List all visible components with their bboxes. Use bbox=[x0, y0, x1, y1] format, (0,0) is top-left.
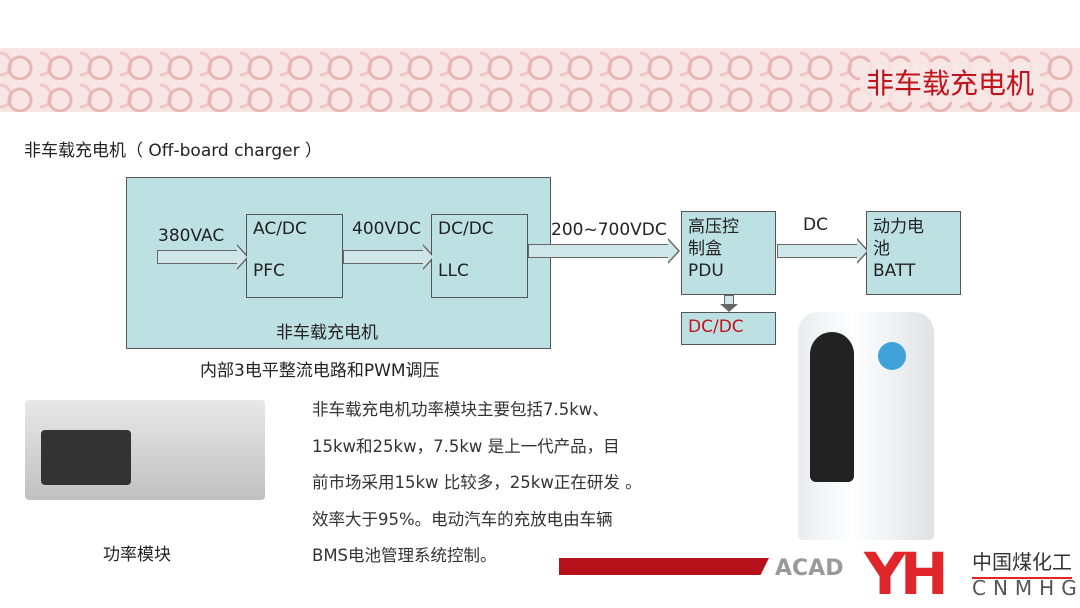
charger-block-label: 非车载充电机 bbox=[276, 323, 378, 343]
arrow-icon bbox=[777, 238, 869, 264]
description-paragraph: 非车载充电机功率模块主要包括7.5kw、 15kw和25kw，7.5kw 是上一… bbox=[312, 392, 712, 575]
input-label: 380VAC bbox=[158, 226, 225, 246]
arrow-icon bbox=[343, 244, 435, 270]
pfc-label: PFC bbox=[253, 261, 285, 281]
charger-image bbox=[798, 312, 934, 540]
acdc-box: AC/DC PFC bbox=[246, 214, 343, 298]
paragraph-line: 效率大于95%。电动汽车的充放电由车辆 bbox=[312, 509, 613, 529]
pdu-label: 高压控 bbox=[688, 217, 739, 237]
down-arrow-head-icon bbox=[720, 304, 738, 312]
mid-voltage-label: 400VDC bbox=[352, 219, 422, 239]
slide-title: 非车载充电机 bbox=[859, 62, 1040, 102]
paragraph-line: BMS电池管理系统控制。 bbox=[312, 546, 497, 565]
arrow-icon bbox=[528, 238, 680, 264]
paragraph-line: 前市场采用15kw 比较多，25kw正在研发 。 bbox=[312, 473, 642, 492]
dcdc-box: DC/DC LLC bbox=[431, 214, 528, 298]
charger-gun bbox=[810, 332, 854, 482]
dcdc-label: DC/DC bbox=[438, 219, 494, 239]
dcdc-converter-box: DC/DC bbox=[681, 312, 776, 345]
batt-label: 动力电 bbox=[873, 217, 924, 237]
down-arrow-icon bbox=[724, 295, 734, 304]
cnmhg-logo-mark: YH bbox=[864, 540, 949, 608]
logo-en-text: CNMHG bbox=[972, 576, 1080, 600]
diagram-caption: 内部3电平整流电路和PWM调压 bbox=[200, 361, 440, 381]
pdu-box: 高压控 制盒 PDU bbox=[681, 211, 776, 295]
pdu-label: 制盒 bbox=[688, 239, 722, 259]
battery-box: 动力电 池 BATT bbox=[866, 211, 961, 295]
subtitle: 非车载充电机（ Off-board charger ） bbox=[24, 141, 322, 161]
power-module-image bbox=[25, 400, 265, 500]
batt-label: 池 bbox=[873, 239, 890, 259]
output-voltage-label: 200~700VDC bbox=[551, 220, 667, 240]
acdc-label: AC/DC bbox=[253, 219, 307, 239]
module-caption: 功率模块 bbox=[103, 545, 171, 565]
batt-label: BATT bbox=[873, 261, 916, 281]
dc-label: DC bbox=[803, 215, 828, 235]
footer-bar bbox=[559, 558, 769, 575]
fan-panel bbox=[41, 430, 131, 485]
arrow-icon bbox=[157, 244, 249, 270]
paragraph-line: 非车载充电机功率模块主要包括7.5kw、 bbox=[312, 400, 609, 419]
logo-cn-text: 中国煤化工 bbox=[972, 546, 1072, 579]
pdu-label: PDU bbox=[688, 261, 724, 281]
charger-display bbox=[878, 342, 906, 370]
brand-logo: ACAD bbox=[775, 556, 844, 581]
llc-label: LLC bbox=[438, 261, 469, 281]
paragraph-line: 15kw和25kw，7.5kw 是上一代产品，目 bbox=[312, 436, 620, 456]
